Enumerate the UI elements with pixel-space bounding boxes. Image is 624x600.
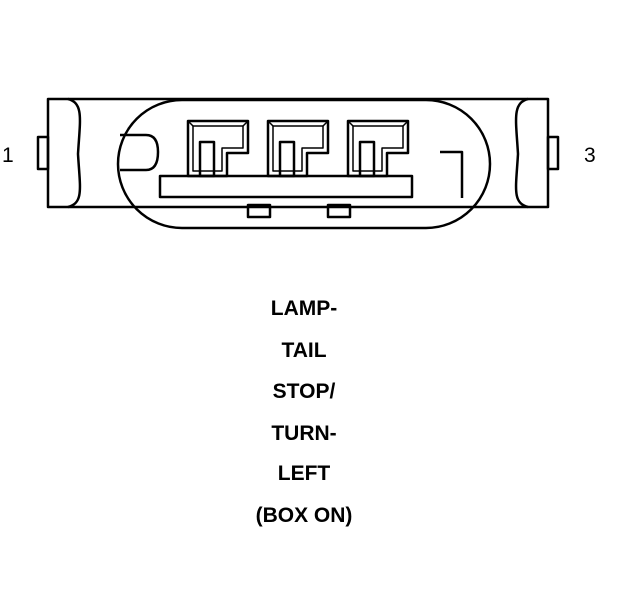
bottom-tab [326,203,352,219]
caption-line: LAMP- [270,297,338,320]
left-latch [67,97,82,209]
caption-line: (BOX ON) [255,504,353,527]
terminal-pin [186,119,250,178]
pin-number-left: 1 [2,144,14,167]
left-latch-tab [36,135,50,171]
right-latch-tab [546,135,560,171]
caption-line: TURN- [271,422,337,445]
terminal-pin [346,119,410,178]
pin-number-right: 3 [584,144,596,167]
bottom-tab [246,203,272,219]
right-latch [514,97,529,209]
terminal-bar [158,174,414,199]
key-notch-right [440,150,464,198]
terminal-pin [266,119,330,178]
connector-cavity [116,98,492,230]
caption-line: TAIL [281,339,327,362]
caption-line: LEFT [277,462,331,485]
caption-line: STOP/ [272,380,336,403]
key-notch-left [120,133,160,172]
